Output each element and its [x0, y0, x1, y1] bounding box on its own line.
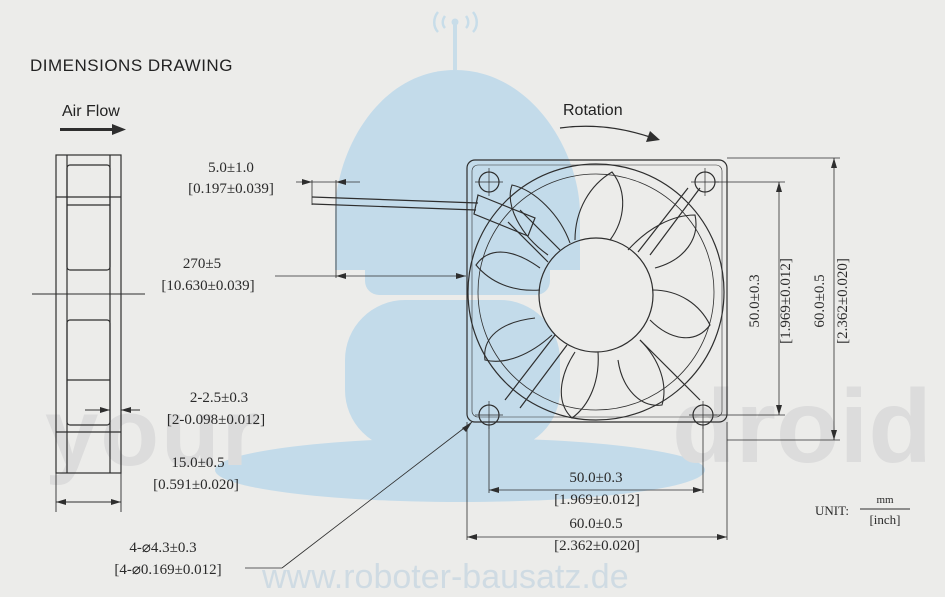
holes-dim-mm: 4-⌀4.3±0.3	[129, 540, 197, 556]
hole-pitch-v-dim-mm: 50.0±0.3	[747, 274, 763, 328]
cable-length-dim-inch: [10.630±0.039]	[161, 278, 255, 294]
watermark-url: www.roboter-bausatz.de	[262, 558, 629, 596]
clip-dim-mm: 2-2.5±0.3	[189, 390, 249, 406]
frame-h-dim-inch: [2.362±0.020]	[554, 538, 640, 554]
cable-lead-dim-inch: [0.197±0.039]	[188, 181, 274, 197]
frame-h-dim-mm: 60.0±0.5	[569, 516, 623, 532]
hole-pitch-v-dim-inch: [1.969±0.012]	[778, 258, 794, 344]
unit-label: UNIT:	[815, 503, 850, 518]
rotation-label: Rotation	[563, 102, 623, 119]
unit-inch: [inch]	[869, 512, 901, 527]
thickness-dim-inch: [0.591±0.020]	[153, 477, 239, 493]
hole-pitch-h-dim-mm: 50.0±0.3	[569, 470, 623, 486]
cable-lead-dim-mm: 5.0±1.0	[208, 160, 254, 176]
unit-mm: mm	[876, 494, 894, 506]
watermark-right-word: droid	[672, 369, 932, 485]
holes-dim-inch: [4-⌀0.169±0.012]	[114, 562, 222, 578]
page-title: DIMENSIONS DRAWING	[30, 56, 233, 75]
frame-v-dim-inch: [2.362±0.020]	[835, 258, 851, 344]
hole-pitch-h-dim-inch: [1.969±0.012]	[554, 492, 640, 508]
frame-v-dim-mm: 60.0±0.5	[812, 274, 828, 328]
thickness-dim-mm: 15.0±0.5	[171, 455, 225, 471]
clip-dim-inch: [2-0.098±0.012]	[166, 412, 266, 428]
airflow-label: Air Flow	[62, 103, 120, 120]
cable-length-dim-mm: 270±5	[182, 256, 222, 272]
